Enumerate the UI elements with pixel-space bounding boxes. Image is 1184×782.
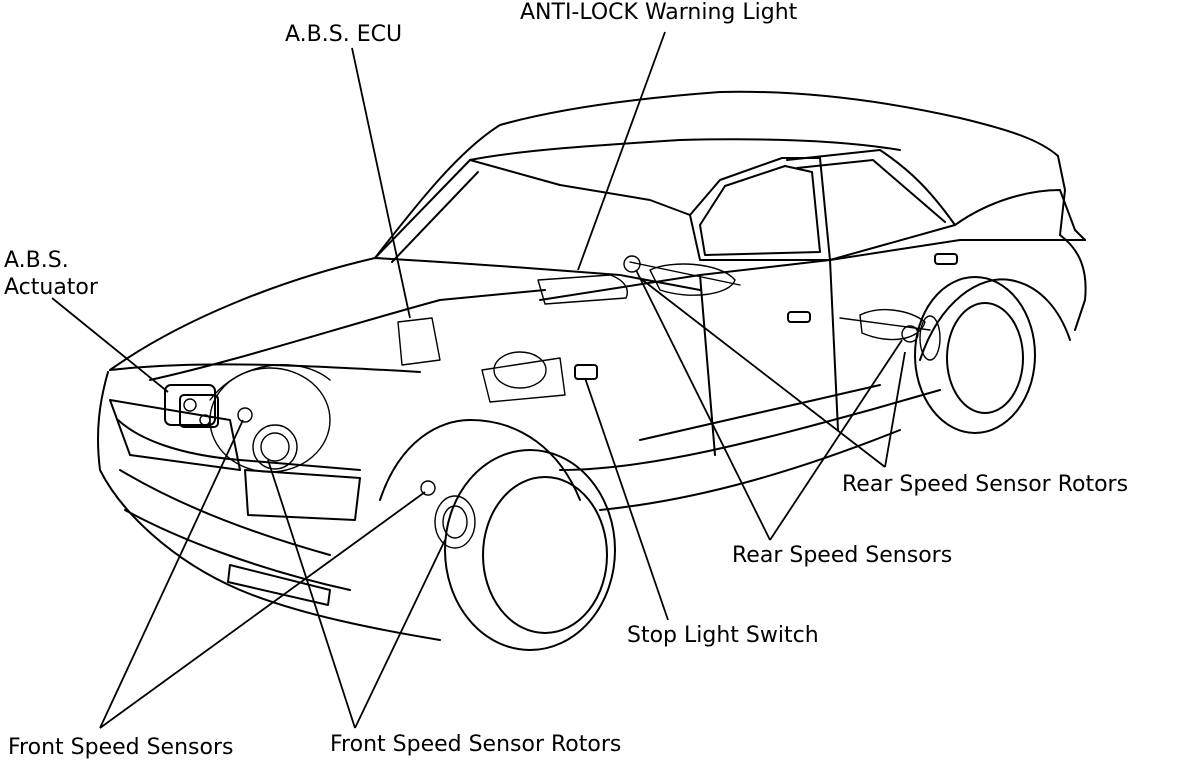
engine-bay <box>164 255 941 549</box>
rear-speed-sensor-rotors-label: Rear Speed Sensor Rotors <box>842 472 1129 497</box>
abs-ecu-label: A.B.S. ECU <box>285 22 403 47</box>
leader-lines <box>51 31 906 729</box>
rear-speed-sensors-label: Rear Speed Sensors <box>732 543 953 568</box>
abs-actuator-label-line1: A.B.S. <box>4 248 69 273</box>
wheels <box>444 276 1036 651</box>
stop-light-switch-label: Stop Light Switch <box>627 623 819 648</box>
anti-lock-warning-light-label: ANTI-LOCK Warning Light <box>520 0 798 25</box>
abs-actuator-label-line2: Actuator <box>4 275 98 300</box>
car-body <box>97 90 1087 641</box>
front-speed-sensor-rotors-label: Front Speed Sensor Rotors <box>330 732 622 757</box>
front-speed-sensors-label: Front Speed Sensors <box>8 735 234 760</box>
